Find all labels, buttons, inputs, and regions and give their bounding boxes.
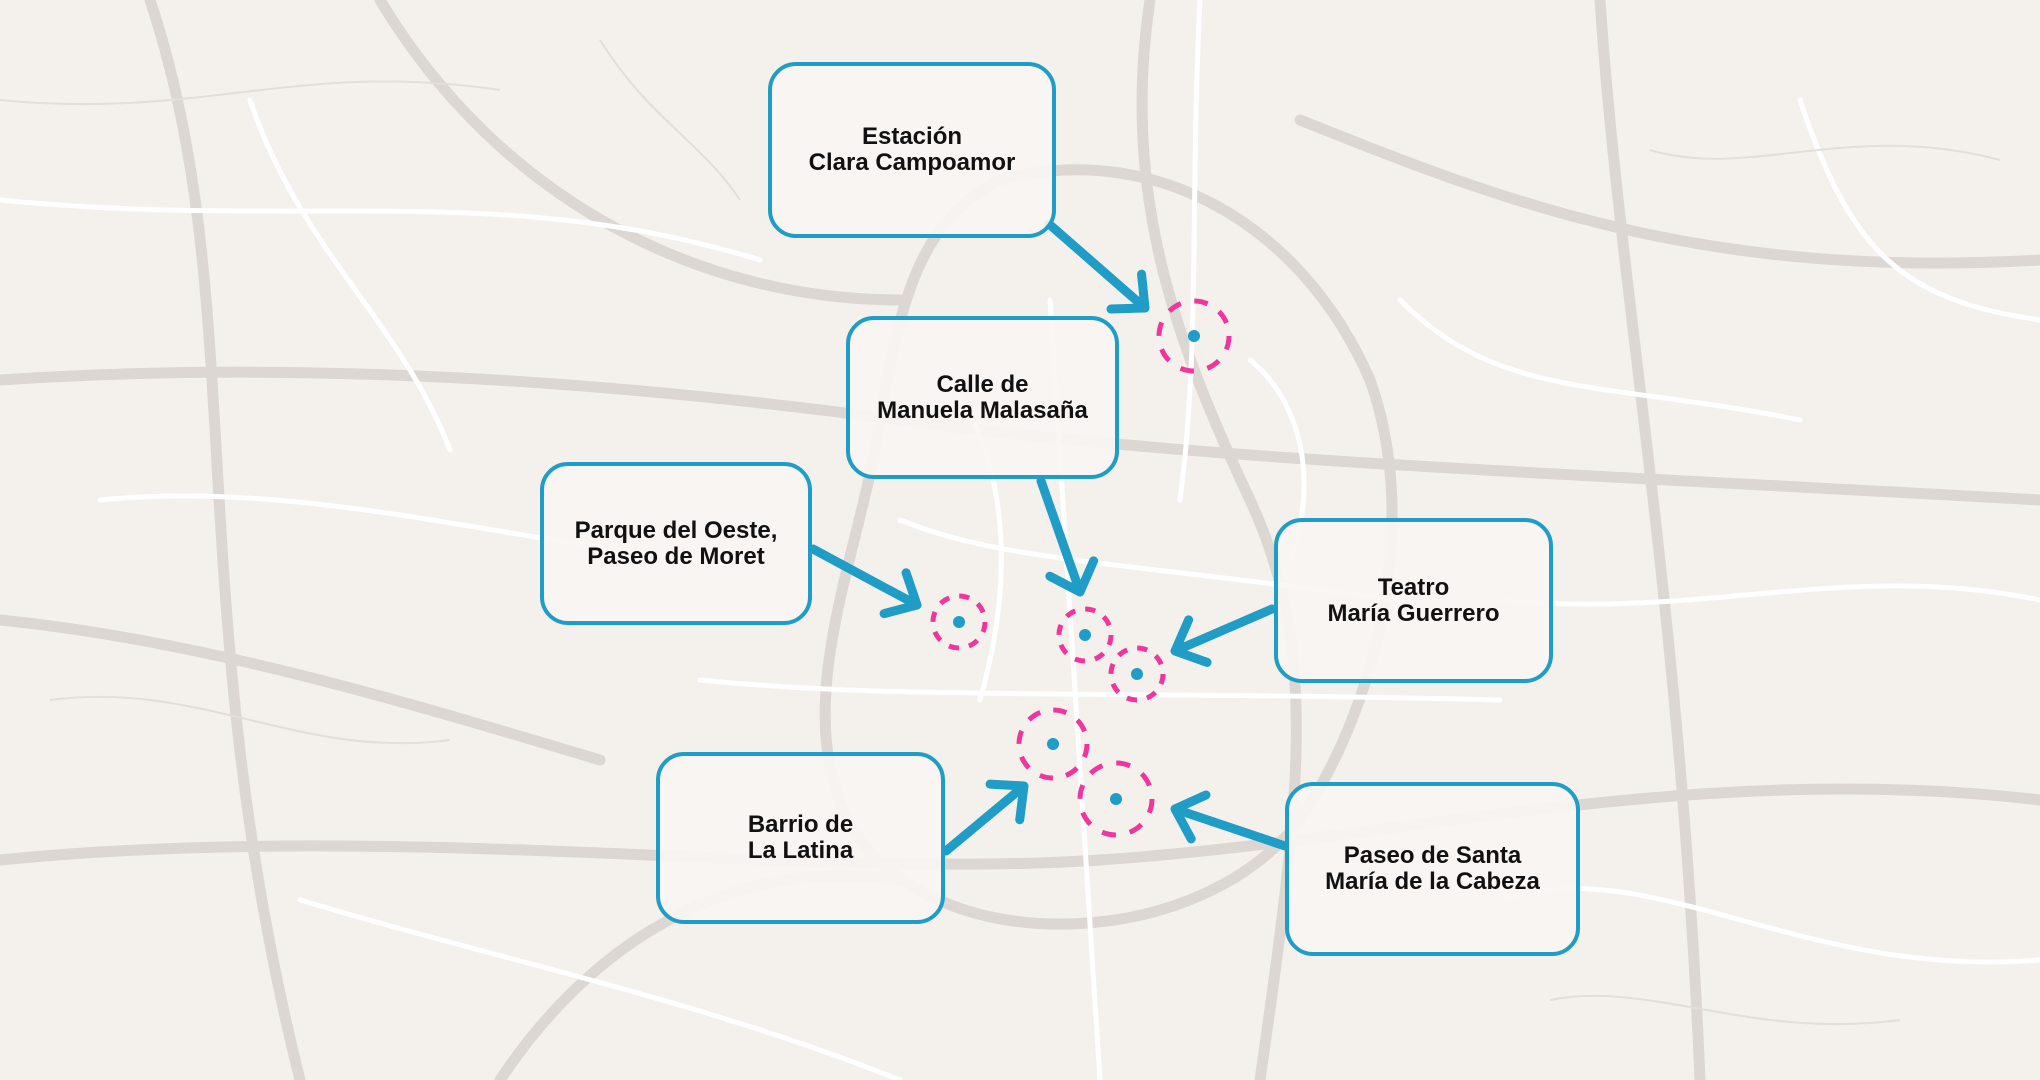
dashed-ring <box>1077 760 1155 838</box>
dashed-ring <box>1108 645 1166 703</box>
callout-line1: Paseo de Santa <box>1343 842 1522 869</box>
callout-line2: La Latina <box>747 837 854 864</box>
marker-dot <box>1079 629 1091 641</box>
dashed-ring <box>1016 707 1090 781</box>
marker-dot <box>1188 330 1200 342</box>
callout-teatro-maria-guerrero[interactable]: Teatro María Guerrero <box>1274 518 1553 683</box>
callout-line1: Teatro <box>1377 573 1450 601</box>
callout-line1: Barrio de <box>747 811 854 838</box>
location-marker-malasana[interactable] <box>1056 606 1114 664</box>
thin-streets <box>0 39 2001 1026</box>
pointer-arrow-malasana <box>1036 476 1099 597</box>
location-marker-latina[interactable] <box>1016 707 1090 781</box>
pointer-arrow-paseo <box>1170 790 1290 851</box>
pointer-arrow-parque <box>808 544 922 619</box>
callout-line2: Manuela Malasaña <box>877 396 1088 424</box>
callout-line2: María Guerrero <box>1327 599 1500 627</box>
dashed-ring <box>1156 298 1232 374</box>
dashed-ring <box>930 593 988 651</box>
pointer-arrow-teatro <box>1170 604 1277 667</box>
callout-barrio-la-latina[interactable]: Barrio de La Latina <box>656 752 945 924</box>
marker-dot <box>1110 793 1122 805</box>
marker-dot <box>1047 738 1059 750</box>
marker-dot <box>953 616 965 628</box>
marker-dot <box>1131 668 1143 680</box>
callout-paseo-santa-maria-cabeza[interactable]: Paseo de Santa María de la Cabeza <box>1285 782 1580 956</box>
callout-estacion-clara-campoamor[interactable]: Estación Clara Campoamor <box>768 62 1056 238</box>
location-marker-teatro[interactable] <box>1108 645 1166 703</box>
callout-line2: Clara Campoamor <box>808 149 1016 176</box>
pointer-arrow-latina <box>941 779 1029 856</box>
callout-parque-del-oeste[interactable]: Parque del Oeste, Paseo de Moret <box>540 462 812 625</box>
location-marker-parque[interactable] <box>930 593 988 651</box>
callout-line2: Paseo de Moret <box>587 542 765 570</box>
callout-calle-manuela-malasana[interactable]: Calle de Manuela Malasaña <box>846 316 1119 479</box>
callout-line1: Parque del Oeste, <box>574 516 778 544</box>
callout-line1: Calle de <box>936 370 1029 398</box>
dashed-ring <box>1056 606 1114 664</box>
location-marker-paseo[interactable] <box>1077 760 1155 838</box>
location-marker-estacion[interactable] <box>1156 298 1232 374</box>
pointer-arrow-estacion <box>1044 219 1150 314</box>
callout-line1: Estación <box>861 123 963 150</box>
callout-line2: María de la Cabeza <box>1325 868 1540 895</box>
